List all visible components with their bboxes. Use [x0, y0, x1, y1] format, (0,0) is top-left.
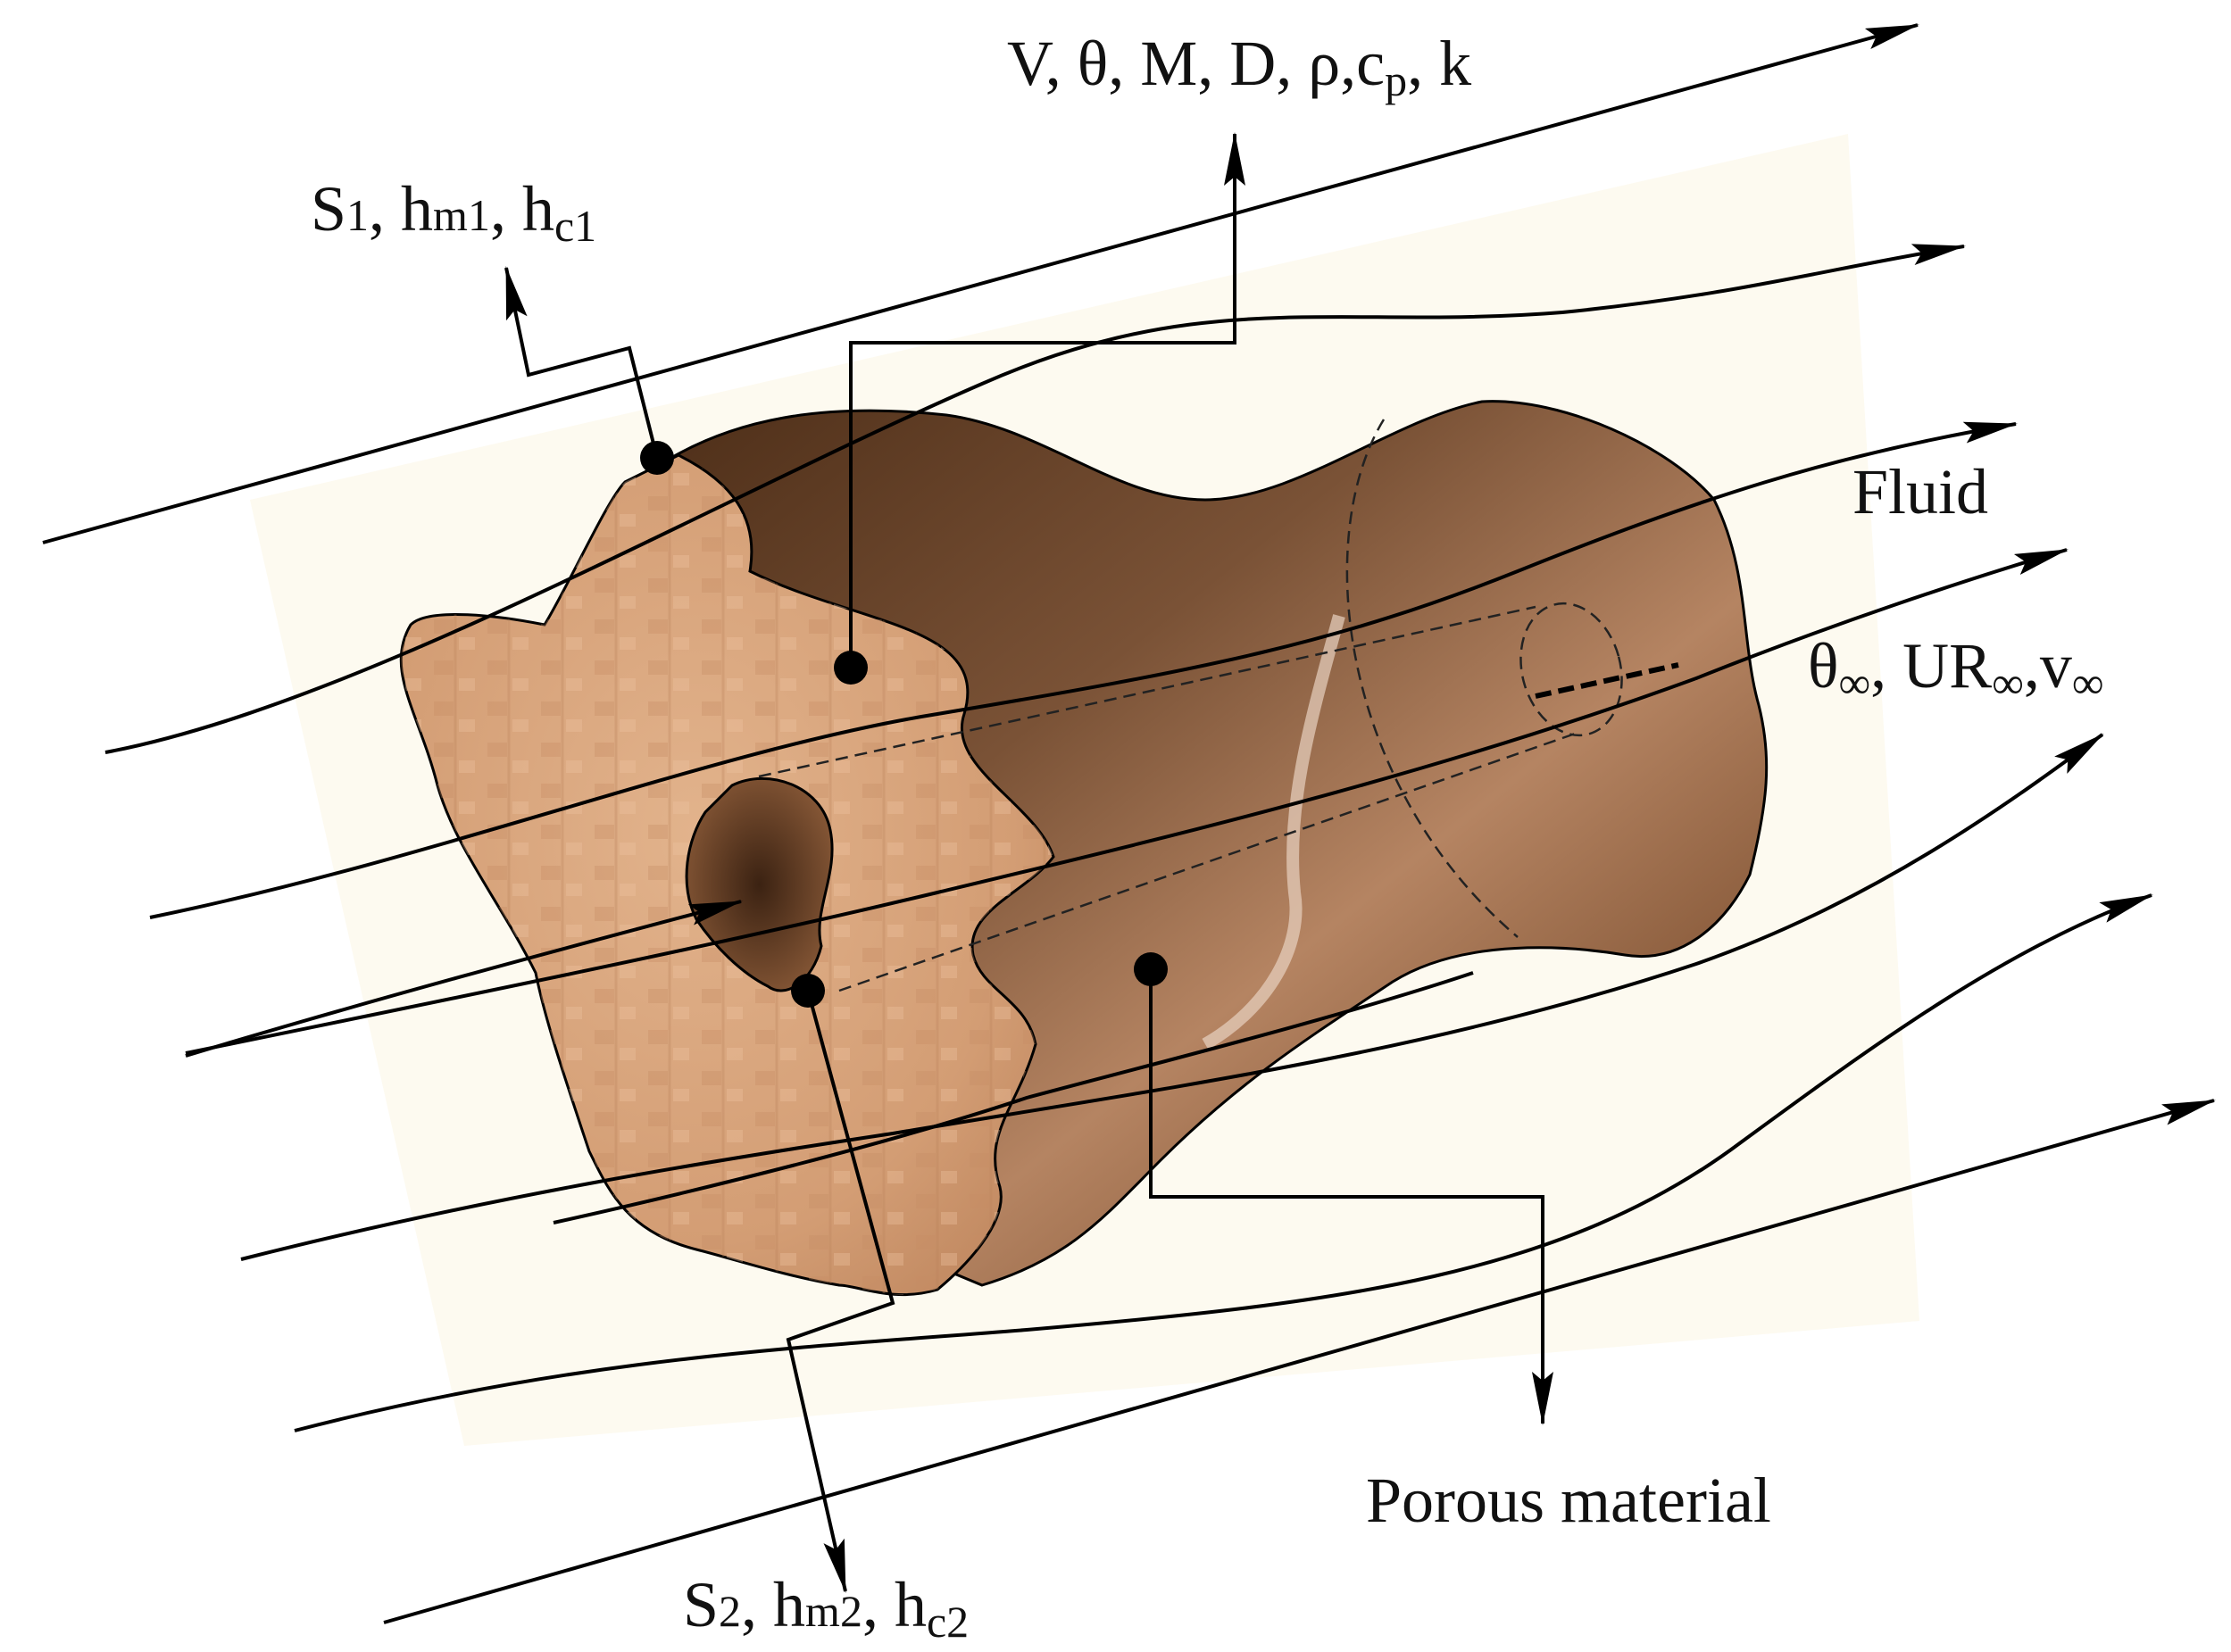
label-porous-material: Porous material [1366, 1465, 1771, 1536]
leader-s1 [504, 266, 659, 459]
label-surface1: S1, hm1, hc1 [311, 173, 596, 251]
label-surface2: S2, hm2, hc2 [683, 1569, 969, 1647]
label-properties: V, θ, M, D, ρ,cp, k [1007, 28, 1471, 105]
leader-properties [849, 132, 1245, 668]
leader-s2 [786, 990, 895, 1593]
dot-surface2 [791, 974, 825, 1008]
streamline-8 [553, 971, 1474, 1224]
streamline-bottom [383, 1099, 2216, 1624]
dot-surface1 [640, 441, 674, 475]
label-ambient: θ∞, UR∞,v∞ [1808, 630, 2104, 708]
leaders [504, 132, 1553, 1593]
body-highlight [1202, 614, 1345, 1050]
leader-dots [640, 441, 1168, 1008]
streamline-5 [185, 900, 743, 1058]
dot-face [834, 651, 868, 685]
streamline-7 [294, 893, 2153, 1432]
porous-body [399, 400, 1769, 1297]
dot-material [1134, 952, 1168, 986]
streamline-6 [240, 733, 2104, 1261]
streamline-2 [104, 244, 1966, 754]
streamline-4 [185, 548, 2069, 1055]
leader-material [1149, 969, 1553, 1425]
fluid-streamlines-wavy [104, 244, 2153, 1432]
fluid-streamlines [42, 23, 2216, 1624]
streamline-top [42, 23, 1919, 544]
label-fluid: Fluid [1852, 456, 1988, 527]
streamline-3 [149, 421, 2018, 919]
